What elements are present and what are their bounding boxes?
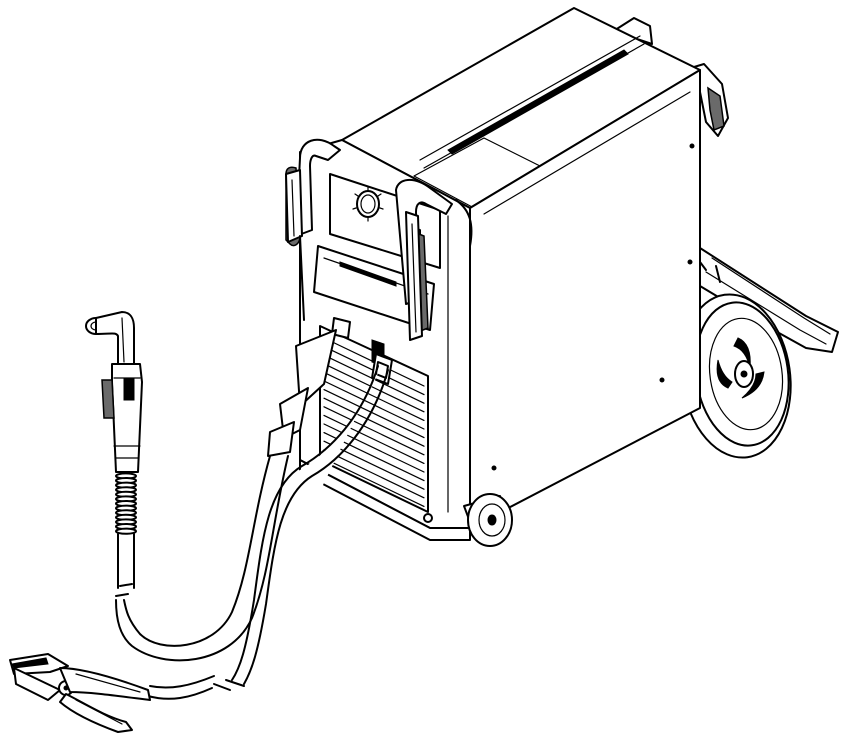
grille-louver	[324, 450, 424, 498]
front-control-panel	[314, 174, 440, 330]
rear-wheel	[671, 287, 801, 464]
front-handle-left	[286, 140, 340, 320]
grille-louver	[324, 407, 424, 455]
earth-clamp	[10, 654, 150, 732]
grille-louver	[324, 390, 424, 438]
grille-louver	[324, 441, 424, 489]
mig-torch	[86, 312, 142, 588]
torch-cable	[116, 330, 336, 660]
grille-louver	[324, 398, 424, 446]
grille-louver	[324, 372, 424, 420]
grille-louver	[324, 458, 424, 506]
grille-louver	[324, 424, 424, 472]
front-handle-right	[396, 180, 452, 340]
grille-louver	[324, 415, 424, 463]
control-knob	[353, 187, 383, 221]
grille-louver	[324, 364, 424, 412]
front-caster	[464, 494, 512, 546]
spring-coil	[116, 529, 136, 534]
earth-cable	[148, 366, 388, 699]
